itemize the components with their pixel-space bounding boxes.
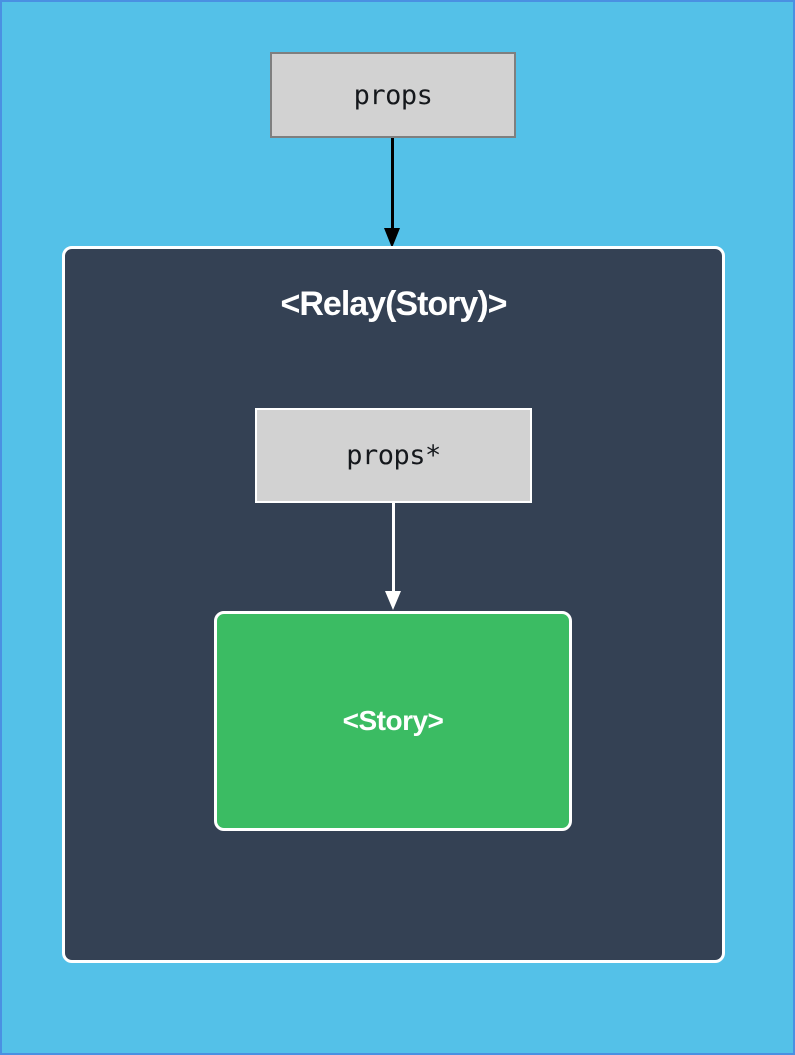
relay-container-title: <Relay(Story)> bbox=[280, 285, 508, 323]
arrow-line bbox=[391, 503, 395, 591]
props-star-down-arrow-icon bbox=[385, 503, 401, 610]
props-star-box-label: props* bbox=[346, 440, 441, 471]
arrow-line bbox=[390, 138, 394, 228]
arrow-head bbox=[385, 591, 401, 610]
story-box-label: <Story> bbox=[342, 705, 444, 736]
props-down-arrow-icon bbox=[384, 138, 400, 248]
relay-story-container: <Relay(Story)> props* <Story> bbox=[62, 246, 725, 963]
story-box: <Story> bbox=[214, 611, 572, 831]
arrow-head bbox=[384, 228, 400, 248]
props-star-box: props* bbox=[255, 408, 532, 503]
props-box: props bbox=[270, 52, 516, 138]
props-box-label: props bbox=[353, 79, 433, 111]
